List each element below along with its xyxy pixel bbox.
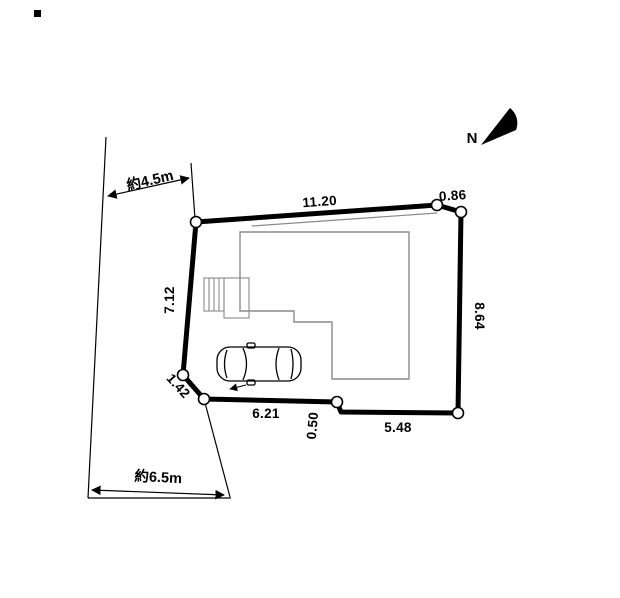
car-hood-line <box>223 349 228 379</box>
survey-point <box>176 368 190 382</box>
survey-points <box>176 198 468 420</box>
dim-label-top-right: 0.86 <box>438 187 467 204</box>
survey-point <box>330 395 344 409</box>
dimension-extension-line <box>190 162 196 220</box>
dim-label-step: 0.50 <box>304 411 321 440</box>
entrance-steps <box>203 277 250 319</box>
road-width-label-southwest: 約6.5m <box>134 467 182 487</box>
dim-label-bottom-left: 6.21 <box>252 406 280 421</box>
dim-label-left: 7.12 <box>162 286 177 313</box>
dim-label-top: 11.20 <box>302 193 338 210</box>
dim-label-right: 8.64 <box>472 302 487 330</box>
north-label: N <box>467 130 478 147</box>
north-arrow: N <box>467 108 518 147</box>
car-mirror-top <box>246 342 256 349</box>
corner-mark <box>34 10 41 17</box>
car-windshield-line <box>242 347 248 381</box>
survey-point <box>454 205 468 219</box>
car-topview <box>216 342 302 392</box>
building-outline <box>239 231 410 380</box>
compass-needle-icon <box>481 108 518 145</box>
survey-point <box>197 392 211 406</box>
survey-point <box>189 215 203 229</box>
road-edge-left <box>87 136 107 499</box>
car-body <box>216 346 302 382</box>
lot-boundary <box>180 202 464 416</box>
dim-label-bottom-right: 5.48 <box>384 420 412 435</box>
car-rear-window-line <box>275 347 280 381</box>
car-mirror-bottom <box>246 379 256 386</box>
survey-point <box>451 406 465 420</box>
car-trunk-line <box>290 348 294 380</box>
porch-box <box>223 277 250 319</box>
road-width-arrow-northwest <box>107 175 190 199</box>
eaves-line <box>251 212 438 227</box>
survey-point <box>430 198 444 212</box>
road-width-arrow-southwest <box>91 485 225 500</box>
road-width-label-northwest: 約4.5m <box>125 166 175 194</box>
car-direction-arrow <box>229 383 247 392</box>
lot-side-extension-line <box>203 398 231 498</box>
